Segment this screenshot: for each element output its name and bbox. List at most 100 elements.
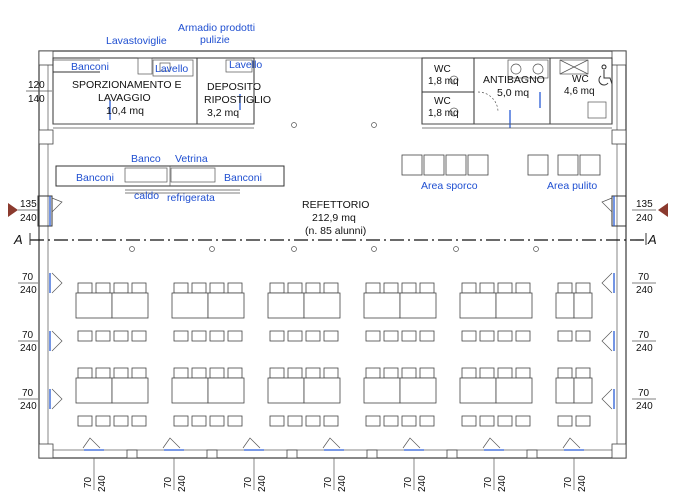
chair — [77, 282, 93, 294]
svg-text:135: 135 — [20, 199, 37, 210]
side-windows-right — [601, 272, 615, 410]
chair — [419, 282, 435, 294]
table — [555, 377, 575, 404]
table — [399, 292, 437, 319]
section-letter-right: A — [647, 232, 657, 247]
chair — [227, 330, 243, 342]
chair — [173, 415, 189, 427]
chair — [287, 367, 303, 379]
chair — [365, 282, 381, 294]
table — [207, 292, 245, 319]
chair — [479, 367, 495, 379]
chair — [515, 330, 531, 342]
chair — [191, 367, 207, 379]
chair — [575, 367, 591, 379]
label-lavastoviglie: Lavastoviglie — [106, 35, 167, 47]
dim-height-bottom: 240 — [417, 475, 428, 492]
chair — [305, 282, 321, 294]
svg-text:140: 140 — [28, 94, 45, 105]
label-area-pulito: Area pulito — [547, 180, 597, 192]
corner-pier — [38, 50, 54, 66]
chair — [191, 282, 207, 294]
chair — [113, 330, 129, 342]
chair — [173, 367, 189, 379]
chair — [401, 367, 417, 379]
table — [303, 377, 341, 404]
chair — [479, 415, 495, 427]
table — [111, 377, 149, 404]
chair — [497, 415, 513, 427]
chair — [287, 330, 303, 342]
dim-width-right: 70 — [638, 330, 650, 341]
dim-height-right: 240 — [636, 343, 653, 354]
room-refettorio-name: REFETTORIO — [302, 199, 369, 211]
label-banconi-right: Banconi — [224, 172, 262, 184]
label-banconi-kitchen: Banconi — [71, 61, 109, 73]
label-vetrina: Vetrina — [175, 153, 208, 165]
chair — [383, 415, 399, 427]
main-door-arrow-left — [8, 203, 18, 217]
chair — [419, 330, 435, 342]
label-lavello-2: Lavello — [229, 59, 262, 71]
chair — [461, 330, 477, 342]
chair — [209, 282, 225, 294]
chair — [305, 367, 321, 379]
dim-width-right: 70 — [638, 388, 650, 399]
chair — [173, 330, 189, 342]
dim-width-bottom: 70 — [323, 476, 334, 488]
chair — [77, 330, 93, 342]
label-armadio-2: pulizie — [200, 34, 230, 46]
room-refettorio-capacity: (n. 85 alunni) — [305, 225, 366, 237]
chair — [287, 415, 303, 427]
section-letter-left: A — [13, 232, 23, 247]
chair — [401, 415, 417, 427]
table — [459, 377, 497, 404]
dim-left-top: 120 140 — [26, 80, 52, 105]
table — [267, 377, 305, 404]
table — [303, 292, 341, 319]
chair — [401, 330, 417, 342]
bottom-windows — [82, 437, 584, 459]
table — [207, 377, 245, 404]
dim-width-bottom: 70 — [403, 476, 414, 488]
room-wc1-area: 1,8 mq — [428, 76, 459, 87]
chair — [557, 415, 573, 427]
chair — [515, 415, 531, 427]
accessibility-icon — [598, 64, 613, 86]
chair — [209, 367, 225, 379]
rack-sporco — [401, 154, 489, 176]
room-wc2-area: 1,8 mq — [428, 108, 459, 119]
chair — [209, 415, 225, 427]
chair — [461, 415, 477, 427]
chair — [461, 367, 477, 379]
label-refrigerata: refrigerata — [167, 192, 215, 204]
chair — [227, 415, 243, 427]
section-line — [8, 203, 668, 245]
chair — [113, 367, 129, 379]
dim-width-bottom: 70 — [563, 476, 574, 488]
room-antibagno-area: 5,0 mq — [497, 87, 529, 99]
room-deposito-name2: RIPOSTIGLIO — [204, 94, 271, 106]
chair — [557, 367, 573, 379]
chair — [269, 415, 285, 427]
table — [171, 292, 209, 319]
chair — [419, 367, 435, 379]
dim-width-left: 70 — [22, 330, 34, 341]
chair — [323, 282, 339, 294]
dim-width-bottom: 70 — [243, 476, 254, 488]
label-banconi-left: Banconi — [76, 172, 114, 184]
chair — [479, 330, 495, 342]
dim-height-bottom: 240 — [337, 475, 348, 492]
room-wc-disabili-name: WC — [572, 74, 589, 85]
chair — [77, 367, 93, 379]
table — [555, 292, 575, 319]
chair — [191, 330, 207, 342]
chair — [365, 367, 381, 379]
chair — [575, 415, 591, 427]
dim-height-left: 240 — [20, 285, 37, 296]
room-sporzionamento-name2: LAVAGGIO — [98, 92, 151, 104]
dim-width-bottom: 70 — [83, 476, 94, 488]
chair — [95, 367, 111, 379]
chair — [227, 282, 243, 294]
